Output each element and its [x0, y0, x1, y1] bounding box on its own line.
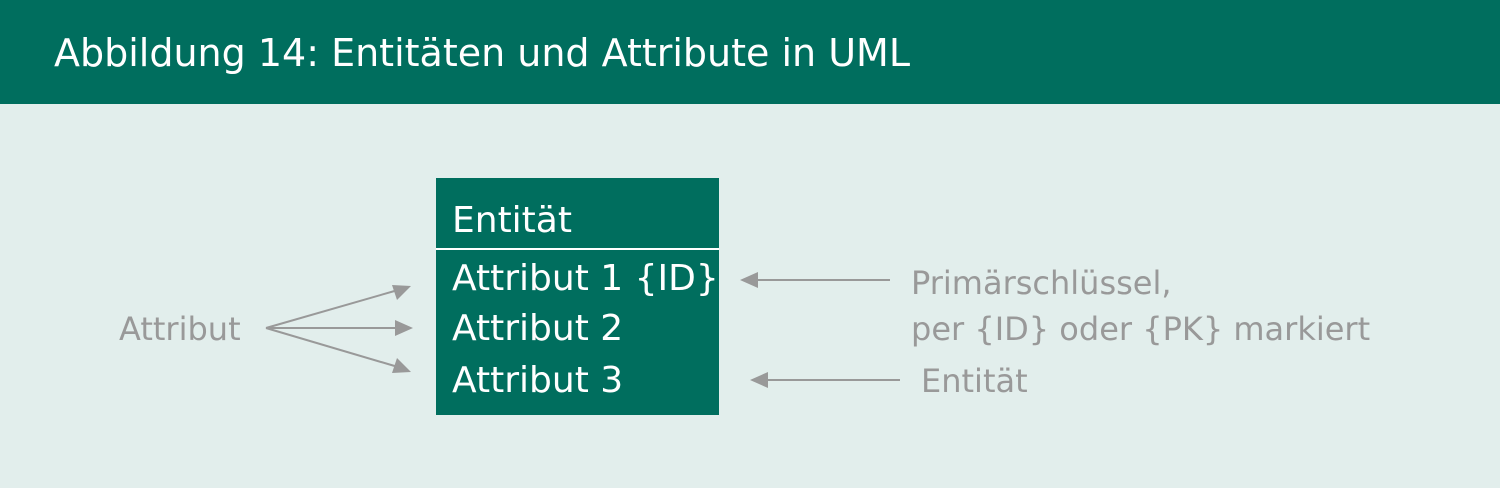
diagram-area: [0, 104, 1500, 488]
primary-key-label-line-2: per {ID} oder {PK} markiert: [911, 310, 1371, 348]
attribute-label: Attribut: [119, 310, 241, 348]
figure-title: Abbildung 14: Entitäten und Attribute in…: [54, 31, 910, 75]
entity-attribute-1: Attribut 1 {ID}: [452, 258, 719, 299]
uml-entity-box: Entität Attribut 1 {ID} Attribut 2 Attri…: [436, 178, 719, 415]
entity-divider: [436, 248, 719, 250]
primary-key-label-line-1: Primärschlüssel,: [911, 264, 1172, 302]
entity-attribute-2: Attribut 2: [452, 308, 624, 349]
entity-attribute-3: Attribut 3: [452, 360, 624, 401]
entity-label: Entität: [921, 362, 1028, 400]
entity-name: Entität: [452, 200, 572, 241]
figure-header: Abbildung 14: Entitäten und Attribute in…: [0, 0, 1500, 104]
